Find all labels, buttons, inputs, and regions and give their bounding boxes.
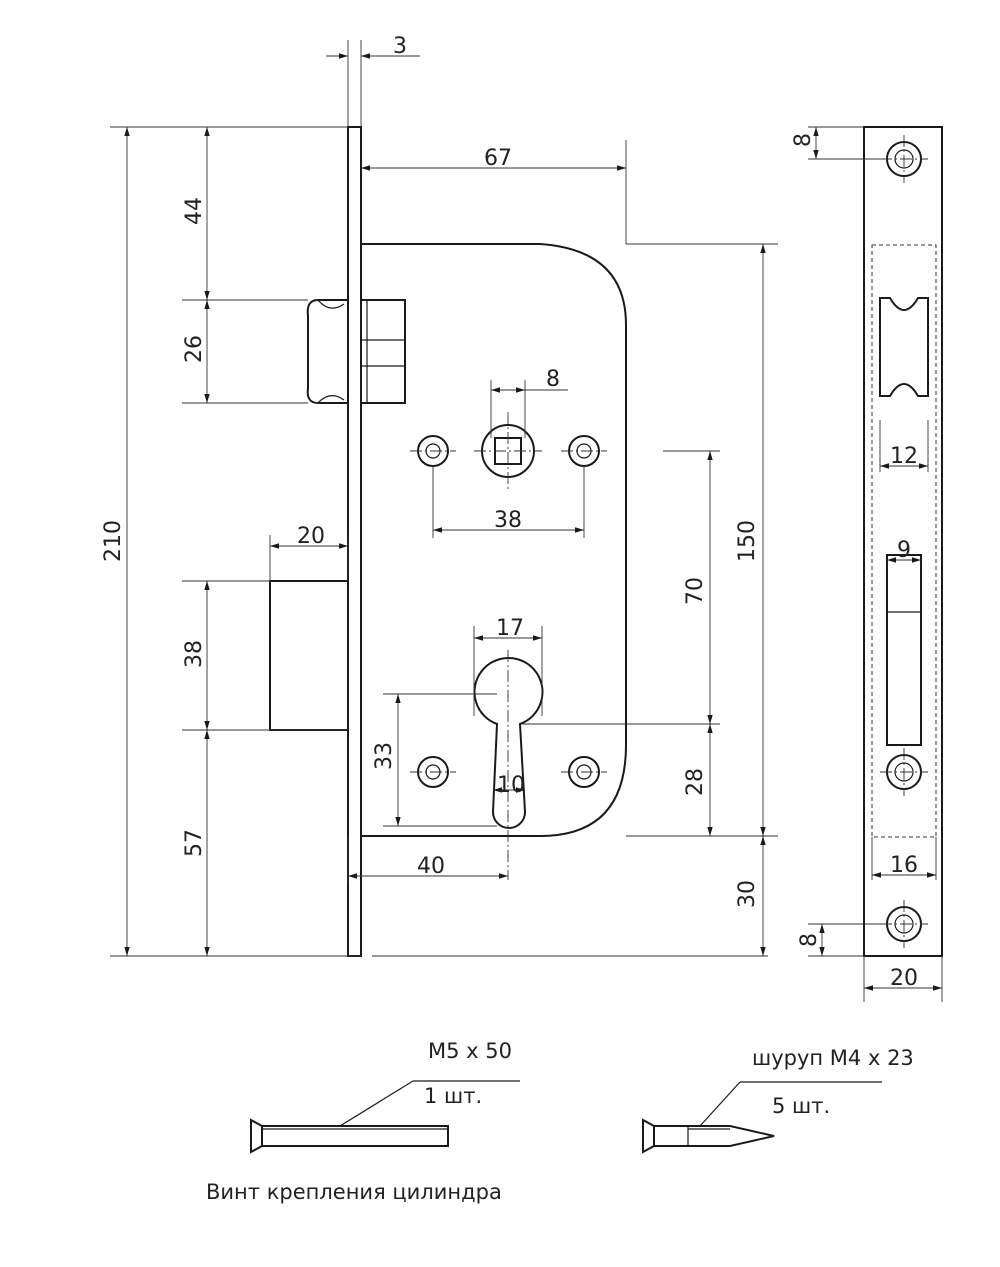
dim-backset-handle: 67 (484, 146, 512, 171)
dim-backset-cylinder: 40 (417, 854, 445, 879)
dim-plate-top-screw: 8 (791, 133, 816, 147)
front-dimensions: 3 210 44 26 20 38 57 67 150 8 38 70 17 3… (101, 34, 778, 957)
plate-top-screw (880, 135, 928, 183)
dim-deadbolt-throw: 20 (297, 524, 325, 549)
handle-screw-hole-left (410, 435, 456, 467)
wood-screw: шуруп М4 х 23 5 шт. (642, 1046, 914, 1154)
dim-plate-latch-width: 12 (890, 444, 918, 469)
dim-handle-to-cylinder: 70 (683, 577, 708, 605)
dim-case-height: 150 (735, 520, 760, 562)
dim-cylinder-height: 33 (372, 742, 397, 770)
dim-handle-screw-spacing: 38 (494, 508, 522, 533)
cylinder-hole (473, 650, 544, 880)
dim-case-bottom-to-plate: 30 (735, 880, 760, 908)
dim-plate-bottom-screw: 8 (797, 933, 822, 947)
cylinder-screw-caption: Винт крепления цилиндра (206, 1180, 502, 1204)
cylinder-screw-qty: 1 шт. (424, 1084, 482, 1108)
handle-screw-hole-right (561, 435, 607, 467)
dim-cylinder-slot: 10 (497, 773, 525, 798)
dim-bottom-to-deadbolt: 57 (182, 829, 207, 857)
plate-latch-window (879, 297, 929, 397)
cylinder-screw-size: М5 х 50 (428, 1039, 512, 1063)
dim-height-total: 210 (101, 520, 126, 562)
cylinder-screw: М5 х 50 1 шт. Винт крепления цилиндра (206, 1039, 520, 1204)
plate-bottom-screw (880, 900, 928, 948)
dim-faceplate-thickness: 3 (393, 34, 407, 59)
faceplate-side-view: 8 12 9 16 8 20 (791, 126, 943, 1002)
wood-screw-qty: 5 шт. (772, 1094, 830, 1118)
wood-screw-size: шуруп М4 х 23 (752, 1046, 914, 1070)
lock-case (361, 243, 627, 837)
dim-deadbolt-height: 38 (182, 640, 207, 668)
cylinder-screw-hole-left (410, 756, 456, 788)
dim-latch-height: 26 (182, 335, 207, 363)
deadbolt (269, 580, 349, 731)
dim-plate-width: 20 (890, 966, 918, 991)
dim-cylinder-width: 17 (496, 616, 524, 641)
dim-plate-bolt-width: 9 (897, 538, 911, 563)
plate-bolt-window (886, 554, 922, 746)
spindle-follower (474, 412, 542, 490)
dim-spindle-square: 8 (546, 367, 560, 392)
cylinder-screw-hole-right (561, 756, 607, 788)
strike-plate (863, 126, 943, 957)
dim-top-to-latch: 44 (182, 197, 207, 225)
dim-plate-bolt-slot: 16 (890, 853, 918, 878)
dim-cylinder-to-case-bottom: 28 (683, 768, 708, 796)
plate-middle-screw (880, 748, 928, 796)
faceplate (347, 126, 362, 957)
latch-bolt (306, 299, 406, 404)
